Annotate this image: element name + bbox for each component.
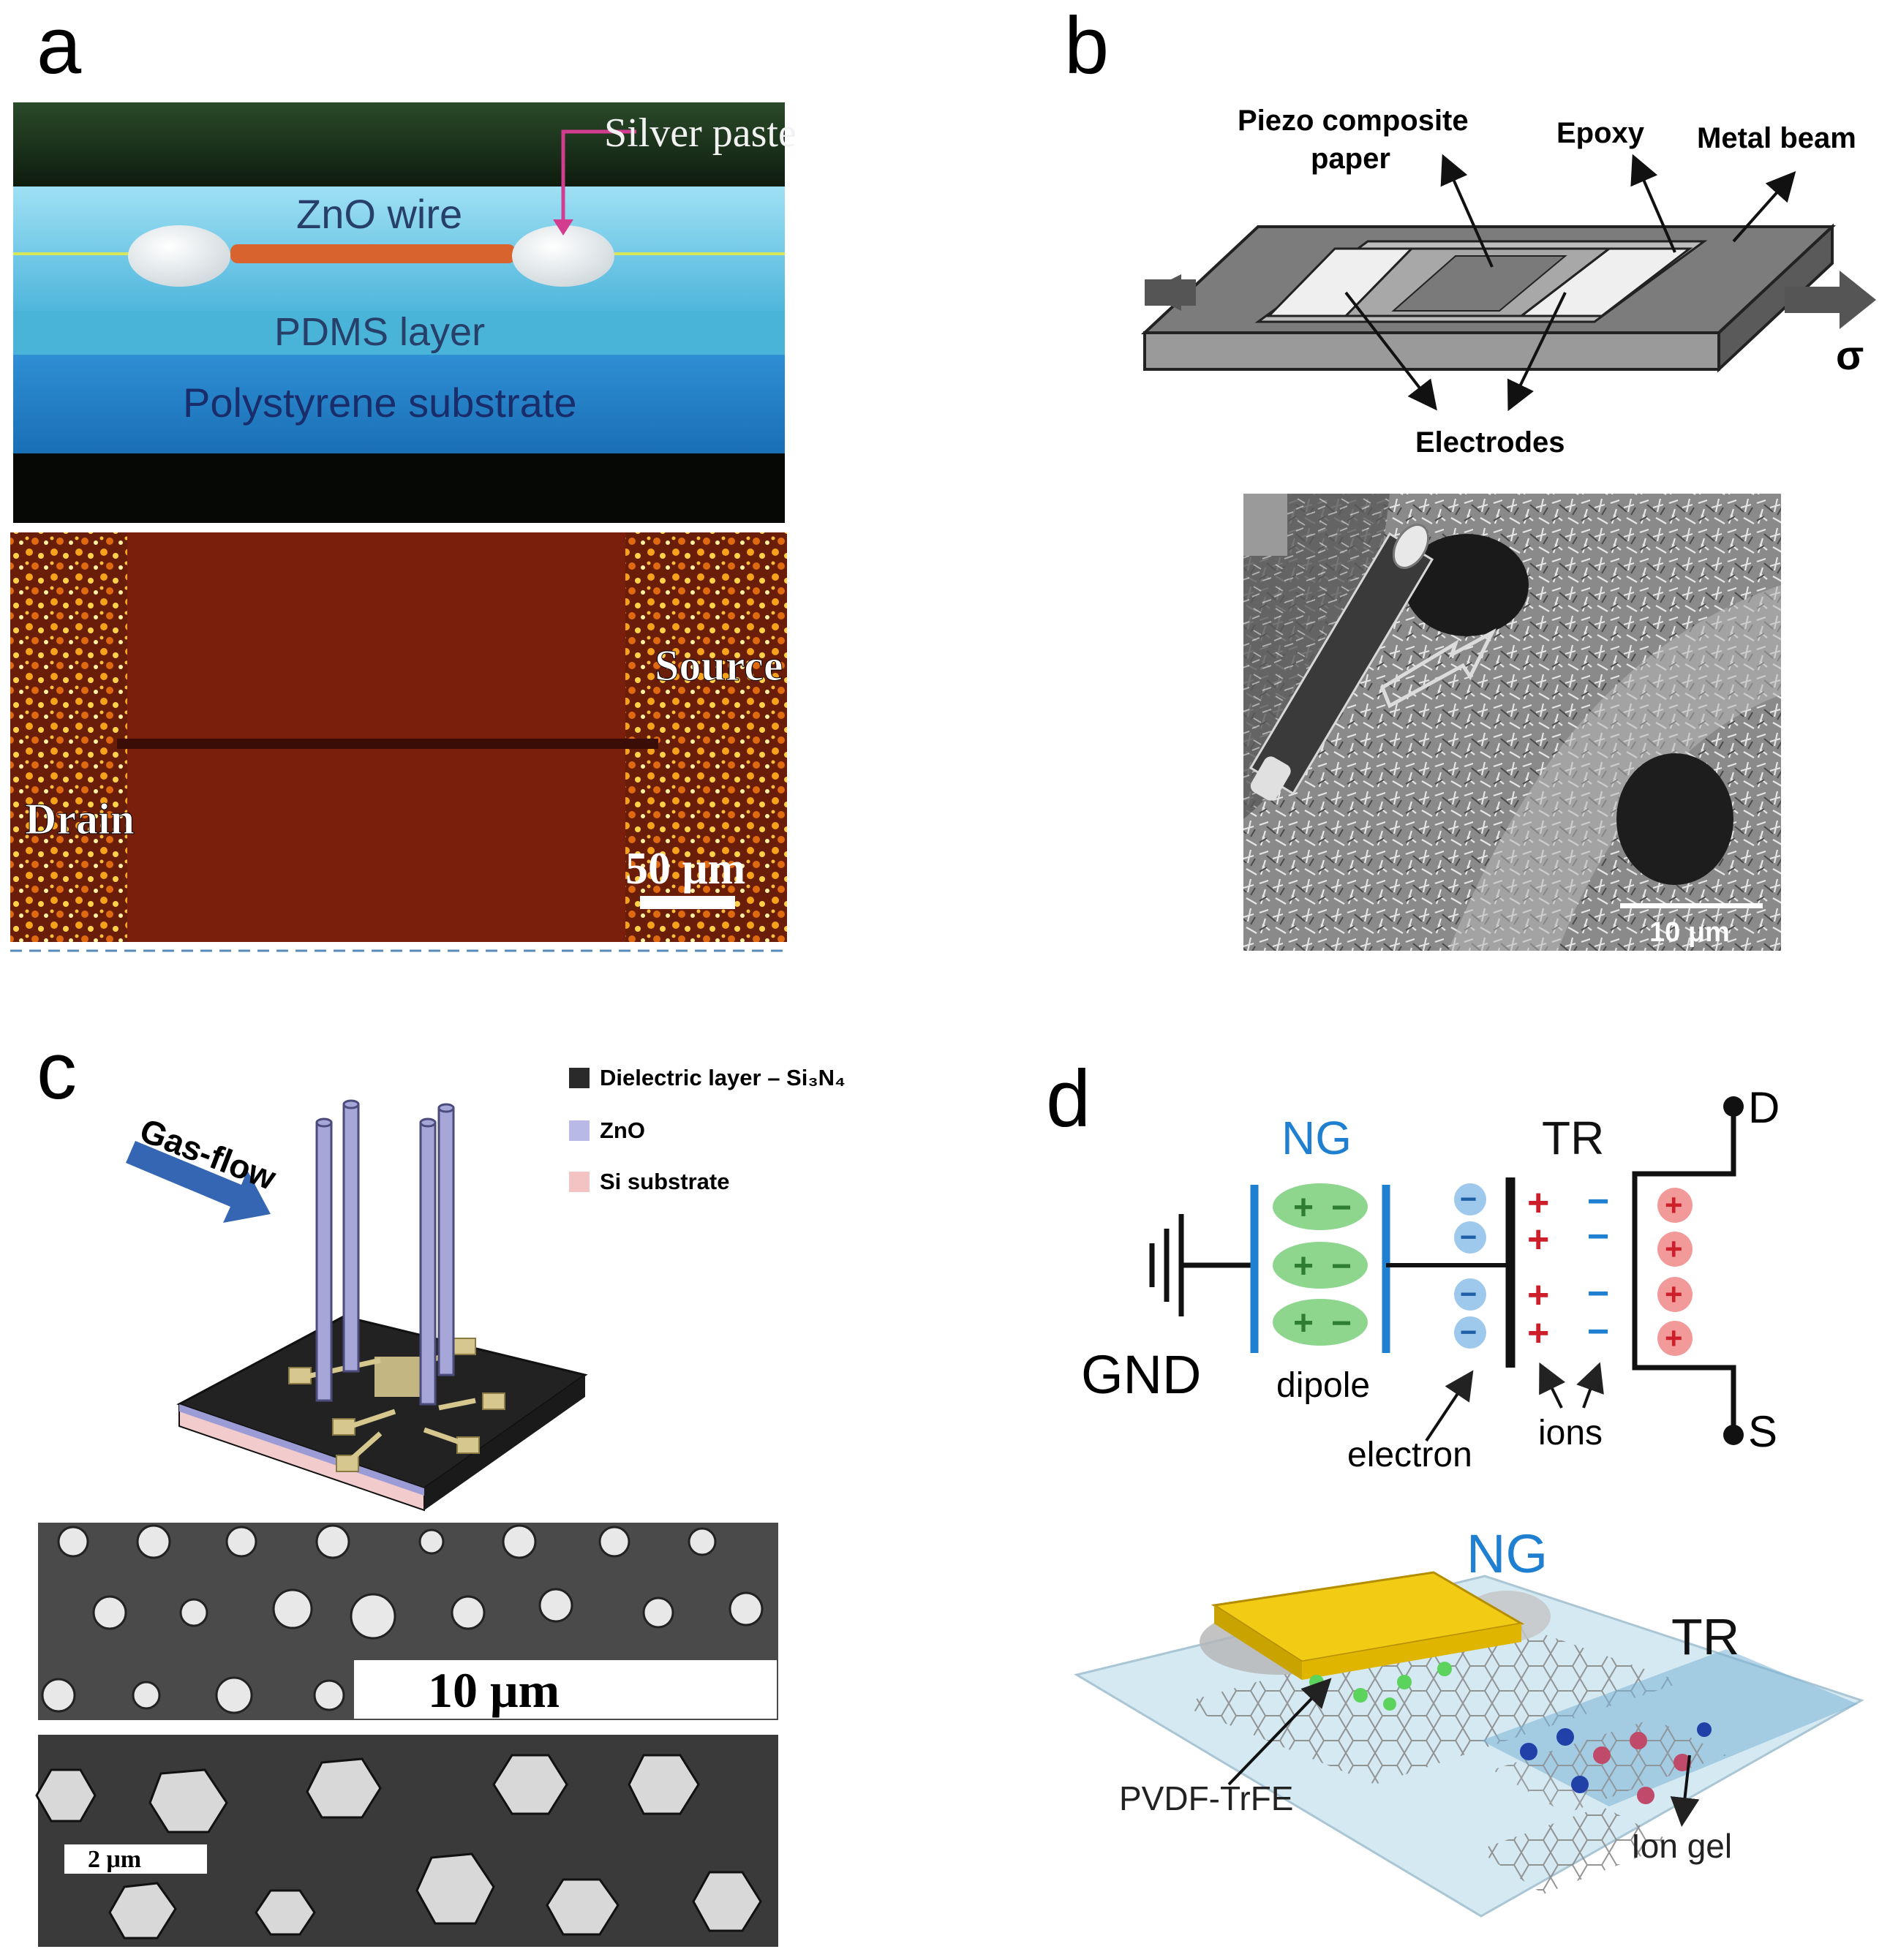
stress-sigma-label: σ (1836, 332, 1864, 378)
drain-label: Drain (25, 795, 135, 843)
d-terminal-label: D (1748, 1083, 1780, 1132)
legend-label-dielectric: Dielectric layer – Si₃N₄ (600, 1065, 846, 1090)
metal-beam-label: Metal beam (1697, 122, 1856, 154)
legend-label-zno: ZnO (600, 1117, 645, 1143)
silver-paste-left (128, 225, 230, 287)
svg-text:+: + (1293, 1188, 1314, 1227)
panel-c-sem-bottom: 2 μm (35, 1735, 778, 1947)
s-terminal-label: S (1748, 1407, 1777, 1456)
panel-c-scale-top-box (354, 1660, 777, 1719)
panel-a-scale-text: 50 μm (625, 844, 745, 894)
piezo-label-line2: paper (1311, 143, 1390, 175)
silver-paste-label: Silver paste (604, 110, 797, 156)
svg-text:+: + (1527, 1274, 1549, 1316)
panel-a: a Silver paste ZnO wire PDMS layer Polys… (10, 1, 797, 952)
svg-text:−: − (1460, 1278, 1477, 1311)
svg-text:+: + (1527, 1218, 1549, 1261)
zno-nanowires (315, 1099, 455, 1406)
tr-label: TR (1542, 1112, 1604, 1164)
panel-b-sem: 10 μm (1243, 494, 1781, 951)
panel-a-schematic: Silver paste ZnO wire PDMS layer Polysty… (13, 102, 797, 523)
legend-swatch-dielectric (569, 1068, 590, 1088)
silver-paste-right (512, 225, 614, 287)
svg-text:+: + (1665, 1188, 1683, 1222)
electrons: − − − − (1454, 1183, 1486, 1349)
pdms-layer-label: PDMS layer (274, 310, 485, 354)
hex-rods-top (41, 1524, 764, 1714)
panel-a-scale-bar (640, 896, 735, 909)
svg-text:+: + (1293, 1247, 1314, 1286)
svg-text:−: − (1331, 1188, 1352, 1227)
channel-holes: + + + + (1657, 1188, 1693, 1356)
svg-text:+: + (1527, 1312, 1549, 1354)
svg-text:−: − (1331, 1247, 1352, 1286)
panel-b-beam-diagram: Piezo composite paper Epoxy Metal beam E… (1140, 105, 1876, 459)
substrate-label: Polystyrene substrate (183, 380, 576, 426)
svg-text:−: − (1460, 1316, 1477, 1349)
panel-c-scale-top-text: 10 μm (428, 1662, 560, 1718)
dipoles: +− +− +− (1273, 1183, 1368, 1346)
zno-wire-label: ZnO wire (296, 191, 462, 237)
gnd-label: GND (1081, 1344, 1201, 1405)
panel-d-device: NG TR PVDF-TrFE Ion gel (1074, 1523, 1864, 1918)
zno-wire-shape (230, 244, 516, 263)
panel-a-micrograph: Source Drain 50 μm (10, 532, 787, 952)
legend-swatch-si (569, 1172, 590, 1192)
source-label: Source (655, 641, 783, 690)
epoxy-label: Epoxy (1556, 117, 1645, 149)
ion-gel-ions (1520, 1722, 1712, 1804)
panel-b-scale-text: 10 μm (1649, 917, 1730, 948)
svg-text:+: + (1665, 1321, 1683, 1355)
svg-text:−: − (1460, 1221, 1477, 1254)
ng-device-label: NG (1467, 1523, 1548, 1584)
pvdf-label: PVDF-TrFE (1119, 1779, 1294, 1817)
silver-paste-arrow (561, 129, 636, 223)
electron-label: electron (1347, 1436, 1472, 1474)
panel-b-scale-bar (1620, 903, 1763, 908)
panel-c-letter: c (37, 1026, 77, 1116)
panel-d-letter: d (1046, 1054, 1091, 1144)
svg-text:−: − (1587, 1180, 1609, 1223)
svg-text:−: − (1331, 1304, 1352, 1343)
ion-charges: ++ ++ −− −− (1527, 1180, 1609, 1354)
panel-c-sem-top: 10 μm (38, 1523, 778, 1720)
piezo-label-line1: Piezo composite (1238, 105, 1469, 137)
svg-text:+: + (1527, 1182, 1549, 1224)
panel-d: d NG TR D S GND dipole electron ions (1046, 1054, 1864, 1918)
ng-label: NG (1281, 1112, 1352, 1164)
tr-device-label: TR (1671, 1608, 1739, 1665)
ion-gel-label: Ion gel (1631, 1827, 1732, 1865)
panel-c: c Gas-flow Dielectric layer – Si₃N₄ ZnO … (35, 1026, 846, 1947)
svg-text:−: − (1587, 1273, 1609, 1315)
panel-c-scale-bottom-text: 2 μm (88, 1846, 141, 1873)
ground-symbol (1149, 1214, 1254, 1316)
svg-text:−: − (1460, 1183, 1477, 1215)
svg-text:−: − (1587, 1311, 1609, 1353)
panel-c-scale-bottom-box (64, 1844, 207, 1874)
gas-flow: Gas-flow (126, 1111, 282, 1223)
nanorod-illustration (1249, 524, 1434, 801)
hex-rods-bottom (35, 1754, 762, 1940)
panel-a-letter: a (37, 1, 82, 91)
ions-label: ions (1538, 1414, 1603, 1452)
svg-text:+: + (1665, 1277, 1683, 1311)
dipole-label: dipole (1276, 1366, 1370, 1405)
svg-text:+: + (1293, 1304, 1314, 1343)
panel-b: b Piezo composite paper Epoxy Metal beam… (1064, 1, 1876, 951)
panel-b-letter: b (1064, 1, 1109, 91)
legend-label-si: Si substrate (600, 1169, 729, 1194)
panel-c-legend: Dielectric layer – Si₃N₄ ZnO Si substrat… (569, 1065, 846, 1194)
sensor-chip (176, 1315, 588, 1512)
panel-d-circuit: NG TR D S GND dipole electron ions (1081, 1083, 1780, 1474)
svg-text:+: + (1665, 1232, 1683, 1266)
electrodes-label: Electrodes (1415, 426, 1565, 459)
legend-swatch-zno (569, 1120, 590, 1141)
svg-text:−: − (1587, 1215, 1609, 1258)
